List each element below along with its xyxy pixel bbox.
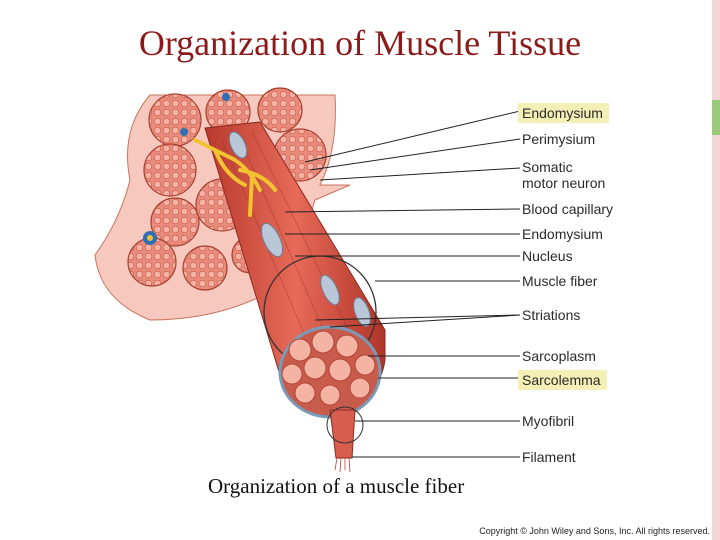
label-filament: Filament — [522, 449, 576, 465]
myofibril-strand — [330, 410, 355, 458]
label-endomysium: Endomysium — [518, 103, 609, 123]
label-striations: Striations — [522, 307, 580, 323]
figure-caption: Organization of a muscle fiber — [208, 474, 464, 499]
label-somatic-motor-neuron: Somatic motor neuron — [522, 159, 605, 191]
label-perimysium: Perimysium — [522, 131, 595, 147]
label-myofibril: Myofibril — [522, 413, 574, 429]
label-sarcoplasm: Sarcoplasm — [522, 348, 596, 364]
copyright-notice: Copyright © John Wiley and Sons, Inc. Al… — [479, 526, 710, 536]
filaments — [335, 458, 350, 472]
label-sarcolemma: Sarcolemma — [518, 370, 607, 390]
label-endomysium-2: Endomysium — [522, 226, 603, 242]
label-muscle-fiber: Muscle fiber — [522, 273, 597, 289]
label-nucleus: Nucleus — [522, 248, 573, 264]
label-blood-capillary: Blood capillary — [522, 201, 613, 217]
